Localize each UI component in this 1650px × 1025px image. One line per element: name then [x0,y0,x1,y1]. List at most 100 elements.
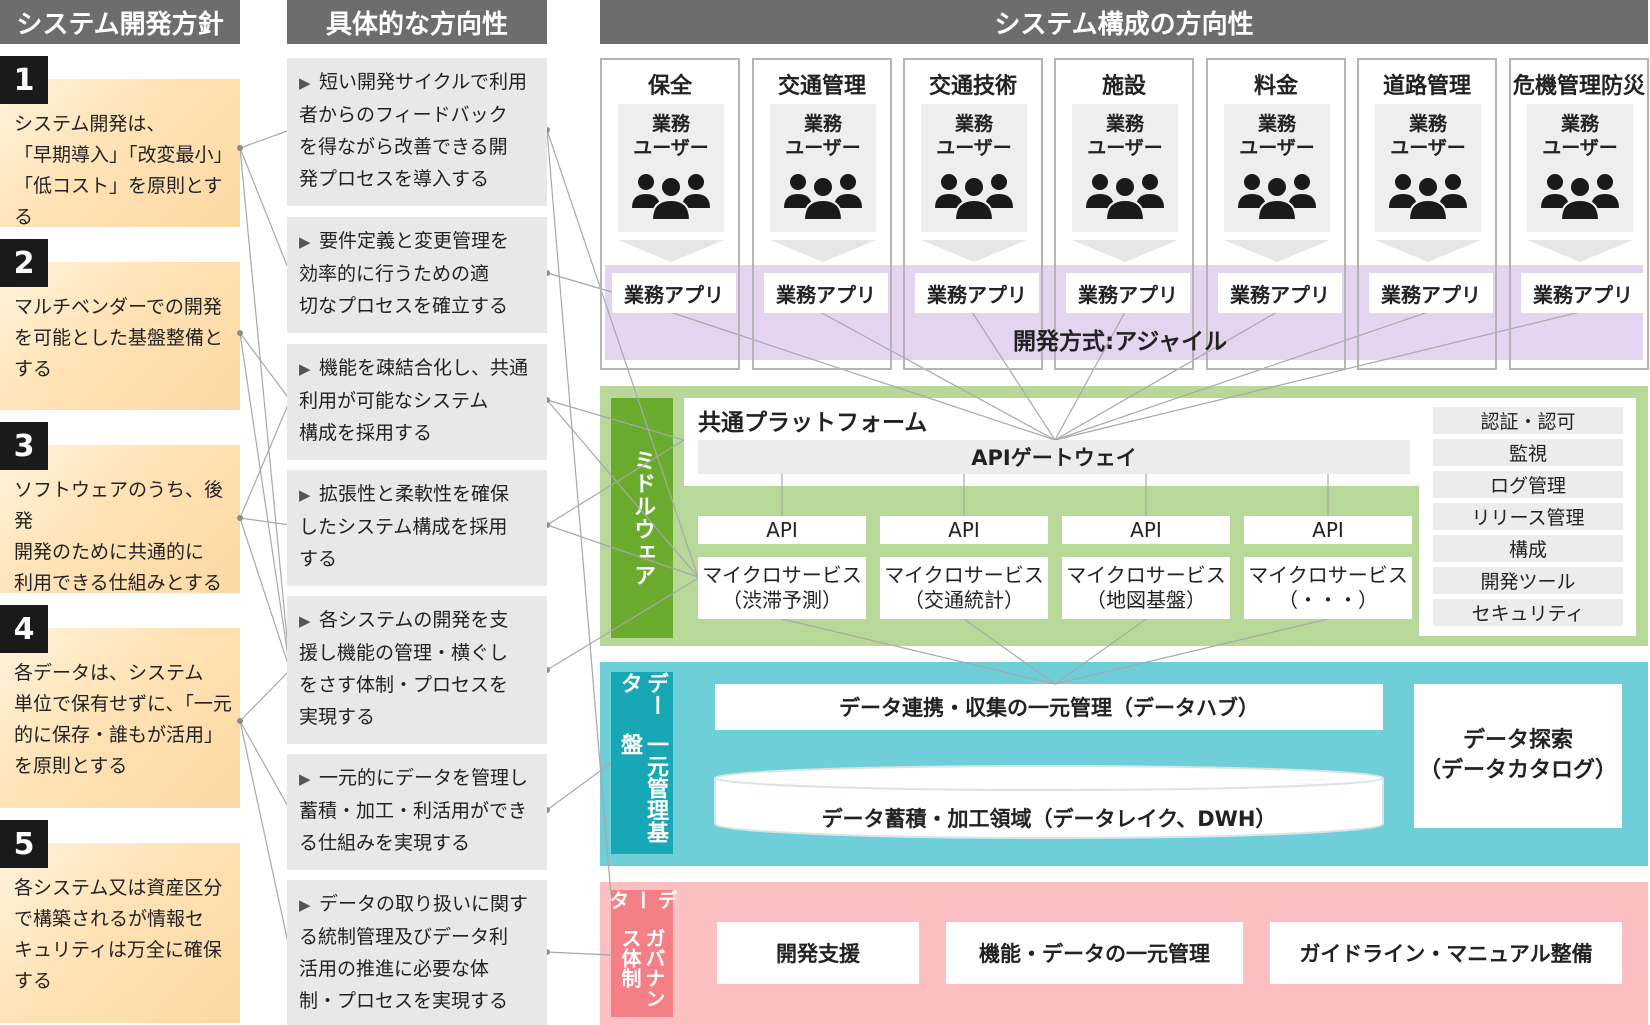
microservice-4-name: マイクロサービス [1248,563,1408,587]
users-icon-wrap [1389,168,1467,224]
policy-2-line-2: を可能とした基盤整備と [14,327,224,349]
down-arrow-icon [1527,240,1633,262]
policy-number-3: 3 [0,422,48,470]
users-icon-wrap [1541,168,1619,224]
microservice-4: マイクロサービス （・・・） [1244,557,1412,619]
governance-guidelines: ガイドライン・マニュアル整備 [1270,922,1622,984]
users-icon-wrap [935,168,1013,224]
user-label-line-1: 業務 [954,113,993,135]
api-1: API [698,516,866,544]
system-column: 交通技術業務ユーザー [903,58,1043,370]
system-name: 施設 [1101,74,1146,99]
triangle-icon: ▶ [299,360,311,378]
direction-2-line-3: 切なプロセスを確立する [299,295,509,317]
data-platform-label-1: データ [617,672,668,716]
direction-4-line-1: ▶拡張性と柔軟性を確保 [299,478,537,511]
policy-4-line-3: 的に保存・誰もが活用」 [14,724,224,746]
business-app: 業務アプリ [612,273,736,313]
direction-6-line-2: 蓄積・加工・利活用ができ [299,800,528,822]
system-column: 施設業務ユーザー [1054,58,1194,370]
tool-security: セキュリティ [1433,599,1623,626]
direction-2-line-2: 効率的に行うための適 [299,263,490,285]
policy-1-line-3: 「低コスト」を原則とする [14,175,223,228]
microservice-1-detail: （渋滞予測） [722,588,842,612]
microservice-2: マイクロサービス （交通統計） [880,557,1048,619]
business-app: 業務アプリ [1066,273,1190,313]
triangle-icon: ▶ [299,896,311,914]
business-app: 業務アプリ [915,273,1039,313]
business-app: 業務アプリ [764,273,888,313]
direction-2: ▶要件定義と変更管理を 効率的に行うための適 切なプロセスを確立する [287,217,547,333]
direction-6-line-3: る仕組みを実現する [299,832,471,854]
tool-release-management: リリース管理 [1433,503,1623,530]
user-label-line-1: 業務 [651,113,690,135]
governance-label-2: ガバナンス体制 [618,928,666,1009]
platform-title: 共通プラットフォーム [698,410,928,436]
user-label-line-1: 業務 [803,113,842,135]
direction-5-text-1: 各システムの開発を支 [319,609,509,631]
business-user-box: 業務ユーザー [770,104,876,232]
policy-number-1: 1 [0,56,48,104]
users-icon [632,174,710,221]
direction-6: ▶ 一元的にデータを管理し 蓄積・加工・利活用ができ る仕組みを実現する [287,754,547,870]
direction-7-text-1: データの取り扱いに関す [319,893,529,915]
data-catalog-title: データ探索 [1462,728,1573,753]
direction-1-line-2: 者からのフィードバック [299,104,508,126]
governance-label-1: データ [606,890,678,910]
policy-3-line-1: ソフトウェアのうち、後発 [14,479,224,532]
policy-header: システム開発方針 [0,0,240,44]
governance-dev-support: 開発支援 [717,922,919,984]
users-icon-wrap [1238,168,1316,224]
users-icon [1541,174,1619,221]
tool-dev-tools: 開発ツール [1433,567,1623,594]
down-arrow-icon [1375,240,1481,262]
system-name: 交通管理 [777,74,866,99]
triangle-icon: ▶ [299,770,311,788]
direction-1-line-1: ▶短い開発サイクルで利用 [299,66,537,99]
governance-unified-management: 機能・データの一元管理 [946,922,1243,984]
api-3: API [1062,516,1230,544]
system-column: 料金業務ユーザー [1206,58,1346,370]
user-label-line-2: ユーザー [1087,137,1163,159]
data-hub: データ連携・収集の一元管理（データハブ） [715,684,1383,730]
system-name: 保全 [647,74,692,99]
microservice-2-detail: （交通統計） [904,588,1024,612]
users-icon [1086,174,1164,221]
users-icon-wrap [784,168,862,224]
user-label-line-2: ユーザー [633,137,709,159]
direction-1-text-1: 短い開発サイクルで利用 [319,71,528,93]
direction-6-text-1: 一元的にデータを管理し [319,767,529,789]
microservice-3-detail: （地図基盤） [1086,588,1206,612]
users-icon [1238,174,1316,221]
policy-2-line-3: する [14,358,53,380]
direction-5-line-4: 実現する [299,706,376,728]
direction-4-text-1: 拡張性と柔軟性を確保 [319,483,510,505]
user-label-line-1: 業務 [1105,113,1144,135]
business-user-label: 業務ユーザー [1542,112,1618,160]
users-icon-wrap [632,168,710,224]
business-app: 業務アプリ [1521,273,1645,313]
system-column: 道路管理業務ユーザー [1357,58,1497,370]
direction-1: ▶短い開発サイクルで利用 者からのフィードバック を得ながら改善できる開 発プロ… [287,58,547,206]
direction-7-line-2: る統制管理及びデータ利 [299,926,509,948]
down-arrow-icon [1224,240,1330,262]
api-2: API [880,516,1048,544]
user-label-line-2: ユーザー [1390,137,1466,159]
tool-auth: 認証・認可 [1433,407,1623,434]
direction-2-text-1: 要件定義と変更管理を [319,230,510,252]
direction-1-line-3: を得ながら改善できる開 [299,136,508,158]
users-icon [935,174,1013,221]
microservice-2-name: マイクロサービス [884,563,1044,587]
tool-monitoring: 監視 [1433,439,1623,466]
policy-1-line-2: 「早期導入」「改変最小」 [14,144,233,166]
policy-5-line-3: キュリティは万全に確保 [14,939,222,961]
microservice-4-detail: （・・・） [1278,588,1378,612]
microservice-3-name: マイクロサービス [1066,563,1226,587]
api-gateway: APIゲートウェイ [698,440,1410,474]
middleware-label: ミドルウェア [611,398,673,638]
direction-4: ▶拡張性と柔軟性を確保 したシステム構成を採用 する [287,470,547,586]
business-user-box: 業務ユーザー [1224,104,1330,232]
api-4: API [1244,516,1412,544]
user-label-line-2: ユーザー [1542,137,1618,159]
policy-3-line-2: 開発のために共通的に [14,541,205,563]
